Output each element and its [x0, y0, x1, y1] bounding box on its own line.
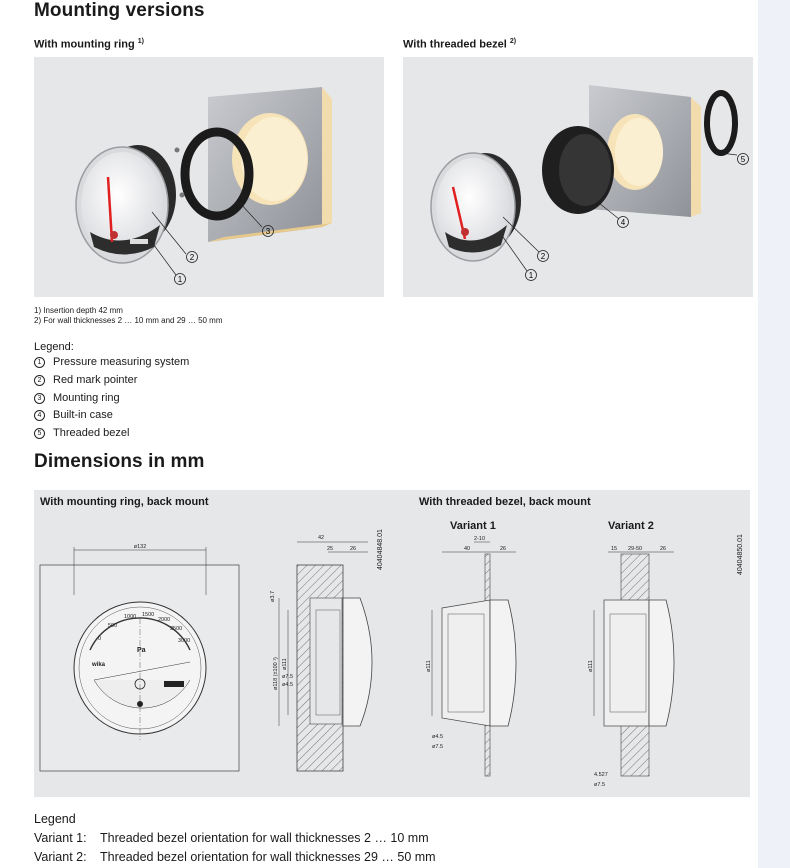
- v1-dim-4-5-label: ø4.5: [432, 734, 443, 740]
- bottom-legend-row: Variant 2: Threaded bezel orientation for…: [34, 850, 436, 864]
- mounting-ring-heading-text: With mounting ring: [34, 38, 135, 51]
- callout-2-icon: [537, 250, 549, 262]
- mounting-ring-heading: With mounting ring 1): [34, 38, 144, 51]
- svg-text:1: 1: [529, 271, 534, 280]
- v1-dim-7-5-label: ø7.5: [432, 744, 443, 750]
- v2-dim-15-label: 15: [611, 546, 617, 552]
- legend-item-label: Threaded bezel: [53, 427, 130, 439]
- gauge-dial: [81, 152, 163, 258]
- mounting-ring: [180, 127, 254, 221]
- bottom-legend-row-label: Variant 1:: [34, 831, 87, 845]
- dim-25-label: 25: [327, 546, 333, 552]
- legend-number-icon: 4: [34, 409, 45, 421]
- threaded-bezel-footnote-ref: 2): [509, 38, 517, 45]
- dimensions-title: Dimensions in mm: [34, 451, 205, 472]
- bottom-legend-row: Variant 1: Threaded bezel orientation for…: [34, 831, 429, 845]
- mounting-ring-exploded-view: 1 2 3: [75, 87, 332, 285]
- dim-4-5-label: ø4.5: [282, 682, 293, 688]
- legend-item: 2 Red mark pointer: [34, 374, 137, 386]
- gauge-tick-label: 0: [98, 636, 101, 642]
- v1-dim-40-label: 40: [464, 546, 470, 552]
- mounting-versions-title: Mounting versions: [34, 0, 205, 21]
- variant-2-label: Variant 2: [608, 520, 654, 532]
- dim-42-label: 42: [318, 535, 324, 541]
- v2-dim-111-label: ø111: [588, 660, 594, 672]
- svg-text:3: 3: [266, 227, 271, 236]
- callout-2-icon: [186, 251, 198, 263]
- svg-text:5: 5: [741, 155, 746, 164]
- svg-text:4: 4: [621, 218, 626, 227]
- threaded-bezel-ring: [704, 90, 738, 156]
- gauge-tick-label: 2000: [158, 617, 170, 623]
- legend-number-icon: 5: [34, 427, 45, 439]
- legend-number-icon: 2: [34, 374, 45, 386]
- drawing-number-left: 40404848.01: [377, 529, 384, 570]
- callout-1-icon: [525, 269, 537, 281]
- dim-3-7-label: ø3.7: [270, 591, 276, 602]
- mounting-ring-illustration: 1 2 3: [34, 57, 384, 297]
- callout-1-icon: [174, 273, 186, 285]
- gauge-tick-label: 3000: [178, 638, 190, 644]
- legend-item-label: Built-in case: [53, 409, 113, 421]
- v1-dim-26-label: 26: [500, 546, 506, 552]
- dim-111-label: ø111: [282, 658, 288, 670]
- legend-item: 4 Built-in case: [34, 409, 113, 421]
- v2-dim-29-50-label: 29-50: [628, 546, 642, 552]
- threaded-bezel-heading: With threaded bezel 2): [403, 38, 516, 51]
- legend-item-label: Mounting ring: [53, 392, 120, 404]
- gauge-tick-label: 1500: [142, 612, 154, 618]
- threaded-bezel-heading-text: With threaded bezel: [403, 38, 507, 51]
- v1-dim-2-10-label: 2-10: [474, 536, 485, 542]
- dim-width-label: ø132: [134, 544, 147, 550]
- right-page-margin: [758, 0, 790, 868]
- dim-7-5-label: ø7.5: [282, 674, 293, 680]
- callout-3-icon: [262, 225, 274, 237]
- gauge-tick-label: 2500: [170, 626, 182, 632]
- variant-1-label: Variant 1: [450, 520, 496, 532]
- v2-dim-7-5-label: ø7.5: [594, 782, 605, 788]
- dim-mounting-ring-heading: With mounting ring, back mount: [40, 496, 209, 508]
- dimension-drawings: ø132 0 500 1000 1500 2000 2500 3000 Pa w…: [39, 529, 744, 788]
- bottom-legend-row-text: Threaded bezel orientation for wall thic…: [100, 850, 436, 864]
- legend-title: Legend:: [34, 341, 74, 353]
- mounting-ring-footnote-ref: 1): [137, 38, 145, 45]
- bottom-legend-title: Legend: [34, 812, 76, 826]
- footnote-insertion-depth: 1) Insertion depth 42 mm: [34, 306, 123, 315]
- callout-5-icon: [737, 153, 749, 165]
- v2-dim-4-527-label: 4.527: [594, 772, 608, 778]
- threaded-bezel-illustration: 1 2 4 5: [403, 57, 753, 297]
- drawing-number-right: 40404850.01: [737, 534, 744, 575]
- dim-threaded-bezel-heading: With threaded bezel, back mount: [419, 496, 591, 508]
- legend-number-icon: 3: [34, 392, 45, 404]
- legend-item-label: Red mark pointer: [53, 374, 138, 386]
- dim-118-label: ø118 (±100 ¹): [273, 657, 279, 690]
- dim-26-label: 26: [350, 546, 356, 552]
- gauge-tick-label: 500: [108, 623, 117, 629]
- gauge-brand-label: wika: [91, 662, 106, 668]
- legend-item-label: Pressure measuring system: [53, 356, 190, 368]
- v2-dim-26-label: 26: [660, 546, 666, 552]
- gauge-unit-label: Pa: [137, 647, 146, 654]
- v1-dim-111-label: ø111: [426, 660, 432, 672]
- footnote-wall-thickness: 2) For wall thicknesses 2 … 10 mm and 29…: [34, 316, 223, 325]
- callout-4-icon: [617, 216, 629, 228]
- bottom-legend-row-text: Threaded bezel orientation for wall thic…: [100, 831, 429, 845]
- gauge-tick-label: 1000: [124, 614, 136, 620]
- dimension-drawings-panel: ø132 0 500 1000 1500 2000 2500 3000 Pa w…: [34, 490, 750, 797]
- legend-item: 5 Threaded bezel: [34, 427, 129, 439]
- legend-item: 3 Mounting ring: [34, 392, 120, 404]
- bottom-legend-row-label: Variant 2:: [34, 850, 87, 864]
- gauge-dial: [436, 158, 510, 256]
- svg-text:1: 1: [178, 275, 183, 284]
- legend-item: 1 Pressure measuring system: [34, 356, 189, 368]
- legend-number-icon: 1: [34, 356, 45, 368]
- wall-edge: [322, 87, 332, 227]
- threaded-bezel-exploded-view: 1 2 4 5: [430, 85, 749, 281]
- svg-text:2: 2: [541, 252, 546, 261]
- red-mark-pointer: [106, 176, 114, 243]
- svg-text:2: 2: [190, 253, 195, 262]
